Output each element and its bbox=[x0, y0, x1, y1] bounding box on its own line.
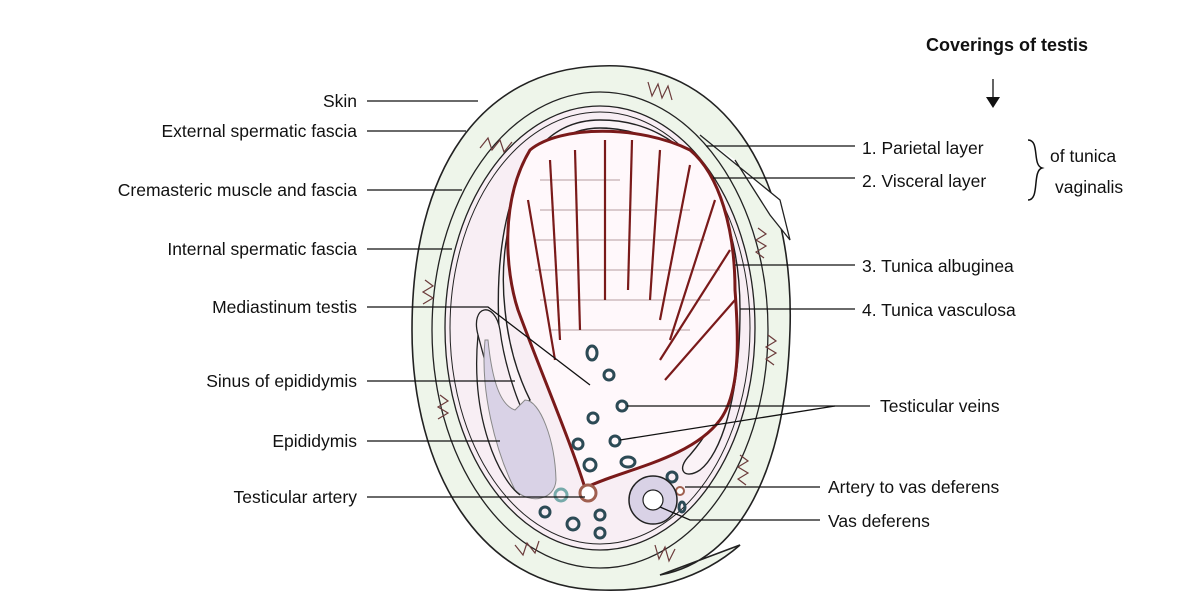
label-testicular-artery: Testicular artery bbox=[233, 487, 357, 507]
artery-to-vas-vessel bbox=[675, 486, 685, 496]
septa bbox=[526, 139, 736, 381]
label-vas-deferens: Vas deferens bbox=[828, 511, 930, 531]
label-testicular-veins: Testicular veins bbox=[880, 396, 1000, 416]
label-artery-to-vas: Artery to vas deferens bbox=[828, 477, 1000, 497]
label-of-tunica: of tunica bbox=[1050, 146, 1117, 166]
label-parietal: 1. Parietal layer bbox=[862, 138, 984, 158]
label-vasculosa: 4. Tunica vasculosa bbox=[862, 300, 1016, 320]
arrow-head bbox=[986, 97, 1000, 108]
label-internal-spermatic-fascia: Internal spermatic fascia bbox=[167, 239, 357, 259]
brace bbox=[1027, 139, 1045, 201]
label-mediastinum: Mediastinum testis bbox=[212, 297, 357, 317]
label-sinus: Sinus of epididymis bbox=[206, 371, 357, 391]
leader-lines bbox=[367, 79, 994, 521]
testicular-artery-vessel bbox=[578, 483, 598, 503]
label-epididymis: Epididymis bbox=[272, 431, 357, 451]
label-albuginea: 3. Tunica albuginea bbox=[862, 256, 1014, 276]
epididymis bbox=[483, 339, 557, 500]
label-visceral: 2. Visceral layer bbox=[862, 171, 987, 191]
label-skin: Skin bbox=[322, 91, 357, 111]
label-vaginalis: vaginalis bbox=[1055, 177, 1124, 197]
cremasteric-muscle-marks bbox=[421, 81, 778, 563]
label-external-spermatic-fascia: External spermatic fascia bbox=[161, 121, 358, 141]
seminiferous-tubules bbox=[535, 179, 720, 331]
diagram-title: Coverings of testis bbox=[926, 35, 1089, 55]
label-cremasteric: Cremasteric muscle and fascia bbox=[117, 180, 357, 200]
